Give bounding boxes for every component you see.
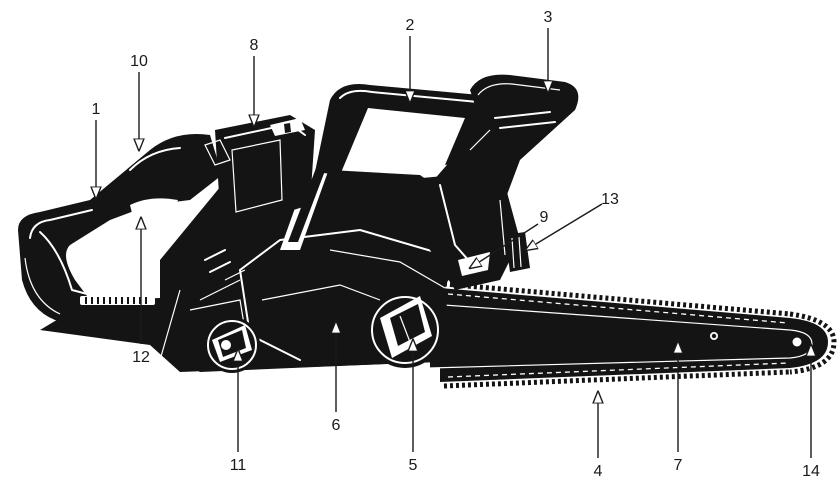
callout-label-2: 2 — [406, 17, 415, 34]
oil-tank-illustration — [400, 175, 530, 290]
rear-handle-illustration — [18, 134, 231, 330]
leader-13 — [526, 203, 603, 250]
front-handle-illustration — [315, 84, 496, 175]
callout-label-13: 13 — [601, 191, 619, 208]
callout-labels: 1 2 3 4 5 6 7 8 9 10 11 12 13 14 — [92, 9, 820, 480]
callout-label-11: 11 — [230, 457, 247, 474]
grip-tread — [80, 296, 155, 305]
leader-9 — [470, 223, 539, 268]
callout-label-1: 1 — [92, 101, 101, 118]
callout-label-7: 7 — [674, 457, 683, 474]
sprocket-cover-knob-illustration — [367, 292, 443, 368]
callout-label-8: 8 — [250, 37, 259, 54]
callout-leaders — [96, 28, 811, 458]
chain-tension-knob-illustration — [204, 317, 260, 373]
callout-label-9: 9 — [540, 209, 549, 226]
callout-label-10: 10 — [130, 53, 148, 70]
battery-illustration — [215, 115, 315, 220]
callout-label-6: 6 — [332, 417, 341, 434]
callout-label-12: 12 — [132, 349, 150, 366]
callout-label-14: 14 — [802, 463, 820, 480]
callout-label-5: 5 — [409, 457, 418, 474]
callout-label-3: 3 — [544, 9, 553, 26]
callout-label-4: 4 — [594, 463, 603, 480]
